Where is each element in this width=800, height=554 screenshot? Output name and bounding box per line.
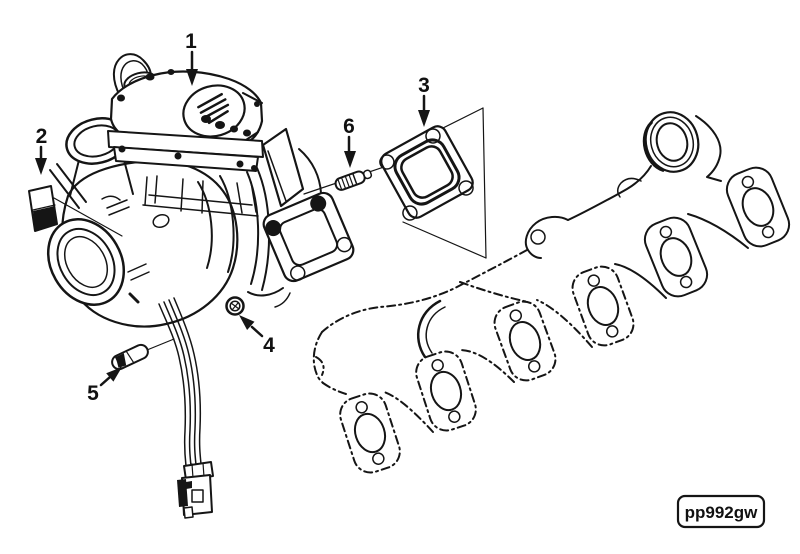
part-2-tag <box>28 185 123 237</box>
manifold-inlet-flange <box>642 111 700 173</box>
callout-4-label: 4 <box>263 334 275 357</box>
manifold-port-flange <box>415 350 477 432</box>
callout-5-arrow <box>99 375 112 387</box>
part-4-plug <box>225 296 245 316</box>
figure-code-box: pp992gw <box>676 494 766 529</box>
manifold-port-flange <box>643 216 709 298</box>
mounting-bracket <box>261 127 305 208</box>
harness-connector <box>177 461 214 519</box>
part-5-fitting <box>111 338 175 371</box>
turbine-outlet-flange <box>262 191 355 283</box>
manifold-port-flange <box>339 392 401 474</box>
actuator <box>107 53 264 172</box>
manifold-body <box>312 115 749 433</box>
callout-2-label: 2 <box>36 125 48 148</box>
callout-1-label: 1 <box>185 30 197 53</box>
part-3-gasket <box>379 125 474 221</box>
callout-3[interactable]: 3 <box>418 74 430 127</box>
callout-4-arrow <box>250 325 264 338</box>
actuator-bracket-struts <box>142 175 259 217</box>
manifold-port-flange <box>571 265 635 347</box>
compressor-inlet-bell <box>47 218 125 306</box>
actuator-cap <box>182 84 246 138</box>
callout-5[interactable]: 5 <box>87 367 122 405</box>
manifold-port-flange <box>493 300 557 382</box>
callout-2[interactable]: 2 <box>35 125 47 175</box>
manifold-port-flange <box>725 166 791 248</box>
exhaust-manifold <box>312 111 791 474</box>
callout-6-label: 6 <box>343 115 355 138</box>
part-6-stud <box>334 169 373 191</box>
callout-3-label: 3 <box>418 74 430 97</box>
callout-6[interactable]: 6 <box>343 115 356 168</box>
turbocharger-assembly <box>28 53 355 519</box>
figure-code-label: pp992gw <box>685 503 759 522</box>
callout-5-label: 5 <box>87 382 99 405</box>
callout-1[interactable]: 1 <box>185 30 198 86</box>
callout-4[interactable]: 4 <box>239 315 275 357</box>
wiring-harness <box>158 297 214 519</box>
